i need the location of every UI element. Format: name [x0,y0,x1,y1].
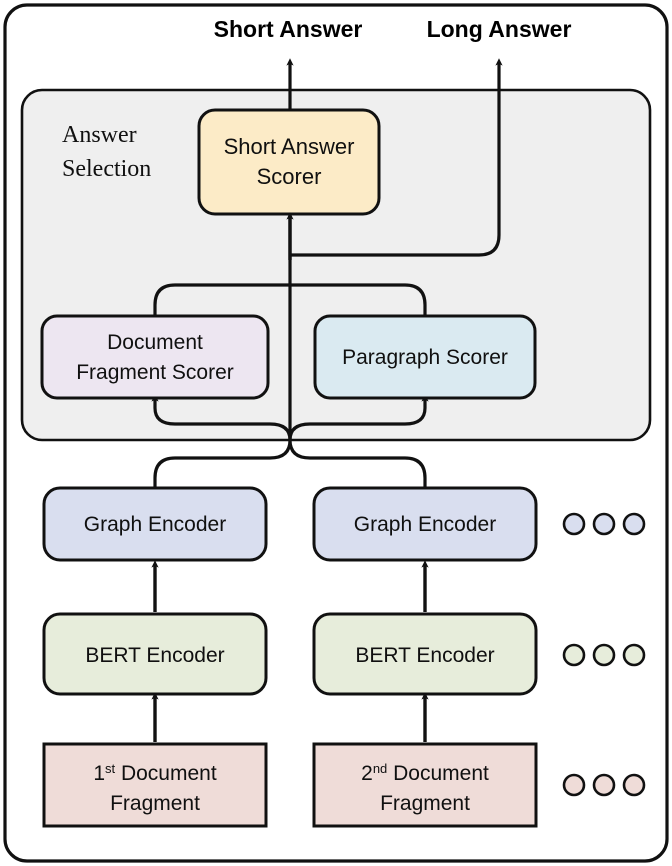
ellipsis-dot [592,773,616,797]
node-document-fragment-2-line2: Fragment [380,792,470,815]
output-label-long-answer: Long Answer [427,16,572,42]
node-bert-encoder-2[interactable] [312,612,538,696]
connector-junction-to-document-fragment-scorer [151,394,292,441]
ellipsis-fragment [562,773,646,797]
node-document-fragment-scorer[interactable] [40,314,270,400]
node-graph-encoder-2-label: Graph Encoder [354,513,496,536]
answer-selection-label-line2: Selection [62,156,151,182]
node-document-fragment-1-line1: 1st Document [93,761,217,786]
node-short-answer-scorer-line1: Short Answer [224,134,355,159]
node-document-fragment-2[interactable] [312,742,538,828]
node-graph-encoder-2[interactable] [312,486,538,562]
connector-trunk-to-paragraph-scorer [290,283,427,322]
ellipsis-dot [622,773,646,797]
ellipsis-bert-encoder [562,643,646,667]
ellipsis-dot [562,773,586,797]
answer-selection-label-line1: Answer [62,122,137,148]
node-document-fragment-2-ordinal-suffix: nd [373,761,387,776]
ellipsis-dot [622,643,646,667]
node-short-answer-scorer[interactable] [197,108,381,216]
node-bert-encoder-2-label: BERT Encoder [355,644,494,667]
ellipsis-dot [592,512,616,536]
node-bert-encoder-1-label: BERT Encoder [85,644,224,667]
node-document-fragment-2-line1: 2nd Document [361,761,489,786]
node-document-fragment-scorer-line2: Fragment Scorer [76,361,234,384]
connector-long-answer [290,58,503,257]
ellipsis-dot [562,512,586,536]
node-document-fragment-scorer-line1: Document [107,331,203,354]
node-short-answer-scorer-line2: Scorer [257,164,322,189]
node-document-fragment-1[interactable] [42,742,268,828]
ellipsis-dot [622,512,646,536]
node-document-fragment-1-line2: Fragment [110,792,200,815]
connector-graph-encoder-2-to-junction [288,439,427,490]
node-document-fragment-2-ordinal: 2 [361,762,373,785]
node-document-fragment-1-ordinal-suffix: st [105,761,116,776]
connector-junction-to-paragraph-scorer [288,394,429,441]
connector-trunk-to-document-fragment-scorer [153,283,290,322]
node-paragraph-scorer-label: Paragraph Scorer [342,346,508,369]
node-document-fragment-1-line1-rest: Document [115,762,217,785]
connector-graph-encoder-1-to-junction [153,439,292,490]
ellipsis-dot [592,643,616,667]
node-graph-encoder-1[interactable] [42,486,268,562]
node-graph-encoder-1-label: Graph Encoder [84,513,226,536]
ellipsis-dot [562,643,586,667]
node-document-fragment-1-ordinal: 1 [93,762,105,785]
node-paragraph-scorer[interactable] [313,314,537,400]
node-bert-encoder-1[interactable] [42,612,268,696]
ellipsis-graph-encoder [562,512,646,536]
output-label-short-answer: Short Answer [214,16,363,42]
node-document-fragment-2-line1-rest: Document [387,762,489,785]
